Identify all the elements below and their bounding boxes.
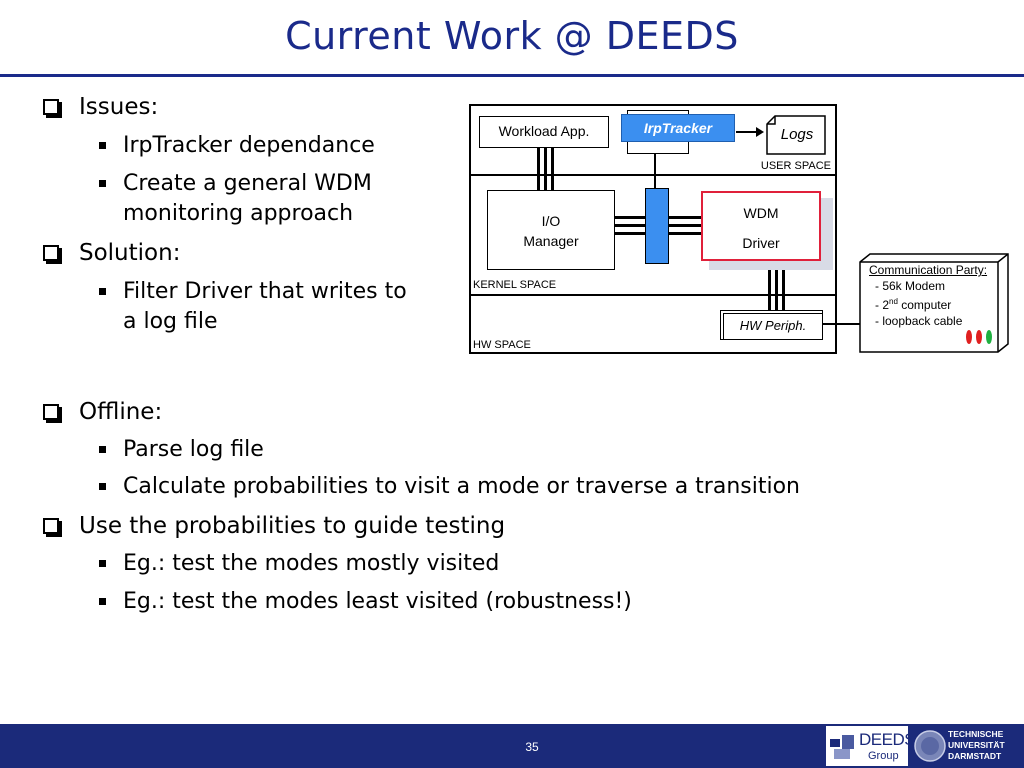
bullet-filter-driver: Filter Driver that writes to [99, 277, 407, 307]
bullet-solution: Solution: [43, 238, 180, 268]
io-manager-box: I/O Manager [487, 190, 615, 270]
loopback-cable-line [822, 323, 862, 325]
bullet-eg-least: Eg.: test the modes least visited (robus… [99, 587, 632, 617]
irptracker-box: IrpTracker [621, 114, 735, 142]
square-bullet-icon [99, 446, 106, 453]
bullet-calculate: Calculate probabilities to visit a mode … [99, 472, 800, 502]
bullet-issues: Issues: [43, 92, 158, 122]
deeds-logo-icon [830, 735, 854, 759]
bullet-offline: Offline: [43, 397, 162, 427]
page-number: 35 [525, 740, 539, 754]
user-space-label: USER SPACE [760, 160, 831, 172]
square-bullet-icon [99, 483, 106, 490]
logs-arrow [736, 131, 758, 133]
square-bullet-icon [99, 598, 106, 605]
comm-loopback: - loopback cable [875, 314, 963, 328]
led-red-icon [966, 330, 972, 344]
tu-darmstadt-logo: TECHNISCHE UNIVERSITÄT DARMSTADT [912, 726, 1020, 766]
bullet-irptracker-dependance: IrpTracker dependance [99, 131, 375, 161]
communication-party-text: Communication Party: - 56k Modem - 2nd c… [869, 262, 987, 329]
communication-party-device [859, 253, 1009, 353]
comm-computer: - 2nd computer [875, 297, 952, 312]
bullet-eg-most: Eg.: test the modes mostly visited [99, 549, 499, 579]
bullet-use-probabilities: Use the probabilities to guide testing [43, 511, 505, 541]
square-bullet-icon [99, 288, 106, 295]
architecture-diagram: Workload App. IrpTracker Logs USER SPACE… [469, 104, 837, 354]
square-bullet-icon [99, 180, 106, 187]
workload-app-box: Workload App. [479, 116, 609, 148]
bullet-wdm-approach-cont: monitoring approach [123, 201, 354, 226]
kernel-space-label: KERNEL SPACE [473, 279, 557, 291]
slide-title: Current Work @ DEEDS [285, 14, 739, 58]
wdm-driver-box: WDM Driver [701, 191, 821, 261]
logs-label: Logs [780, 126, 814, 143]
slide-footer: 35 DEEDS Group TECHNISCHE UNIVERSITÄT DA… [0, 724, 1024, 768]
deeds-logo: DEEDS Group [826, 726, 916, 766]
checkbox-bullet-icon [43, 99, 59, 115]
comm-title: Communication Party: [869, 263, 988, 277]
logs-document-icon [766, 115, 826, 155]
checkbox-bullet-icon [43, 404, 59, 420]
square-bullet-icon [99, 560, 106, 567]
tu-seal-icon [914, 730, 946, 762]
bullet-wdm-approach: Create a general WDM [99, 169, 372, 199]
hw-space-label: HW SPACE [473, 339, 531, 351]
led-red-icon [976, 330, 982, 344]
led-green-icon [986, 330, 992, 344]
user-kernel-divider [471, 174, 835, 176]
filter-driver-bar [645, 188, 669, 264]
bullet-parse-log: Parse log file [99, 435, 264, 465]
arrow-head-icon [756, 127, 764, 137]
hw-periph-box: HW Periph. [723, 313, 823, 340]
checkbox-bullet-icon [43, 518, 59, 534]
bullet-filter-driver-cont: a log file [123, 309, 218, 334]
checkbox-bullet-icon [43, 245, 59, 261]
title-rule [0, 74, 1024, 77]
comm-modem: - 56k Modem [875, 279, 946, 293]
kernel-hw-divider [471, 294, 835, 296]
square-bullet-icon [99, 142, 106, 149]
